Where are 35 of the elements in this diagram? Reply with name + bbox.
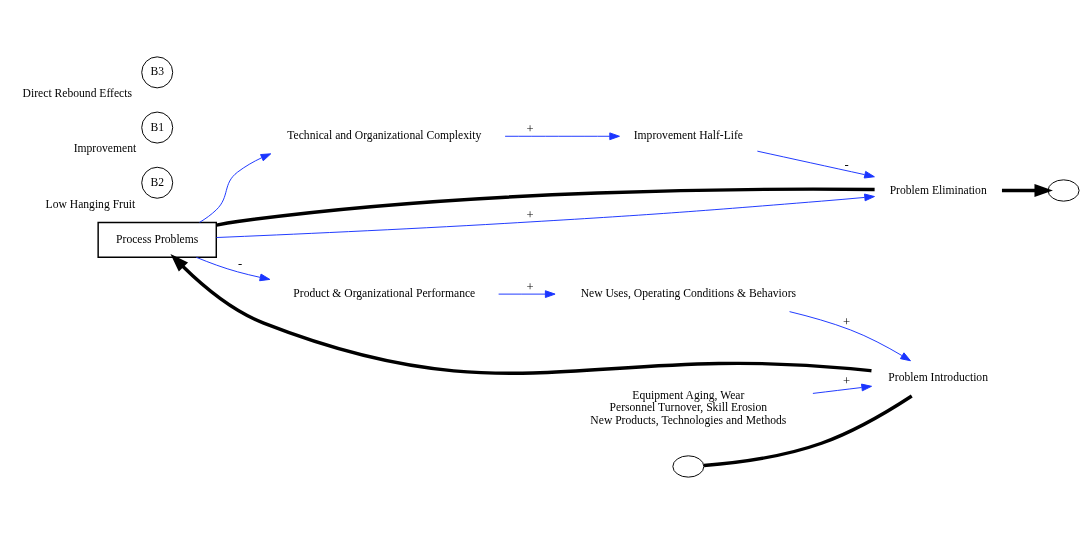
arrow [170, 253, 872, 375]
node-text: Technical and Organizational Complexity [287, 129, 482, 143]
edge-label: - [844, 157, 849, 172]
node-text: Equipment Aging, Wear Personnel Turnover, Skill Erosion New Products, Technologies and Methods [590, 388, 787, 427]
node-cloud [1047, 179, 1080, 202]
edge-label: + [526, 279, 534, 294]
edge-label: + [843, 314, 851, 329]
node-cloud [672, 455, 705, 478]
edge-label: - [237, 257, 243, 272]
arrow [789, 311, 911, 362]
node-circle: B3 [141, 56, 174, 89]
arrow [216, 193, 875, 238]
node-label: Direct Rebound Effects [22, 87, 133, 101]
node-text: Problem Introduction [888, 371, 988, 385]
node-text: Problem Elimination [889, 183, 987, 197]
node-text: Improvement Half-Life [633, 129, 743, 143]
node-text: New Uses, Operating Conditions & Behaviors [580, 287, 797, 301]
arrow [756, 150, 875, 179]
arrow [195, 256, 271, 282]
node-text: Product & Organizational Performance [293, 287, 476, 301]
node-label: Improvement [73, 142, 137, 156]
edge-label: + [526, 121, 534, 136]
node-circle: B2 [141, 166, 174, 199]
arrow [1001, 184, 1053, 197]
node-box: Process Problems [97, 221, 217, 259]
node-circle: B1 [141, 111, 174, 144]
connector [216, 187, 875, 227]
node-label: Low Hanging Fruit [45, 197, 136, 211]
edge-label: + [843, 373, 851, 388]
arrow [199, 153, 272, 223]
connector [703, 394, 913, 468]
arrow [504, 132, 620, 141]
edge-label: + [526, 207, 534, 222]
arrow [812, 383, 872, 394]
arrow [498, 290, 556, 298]
